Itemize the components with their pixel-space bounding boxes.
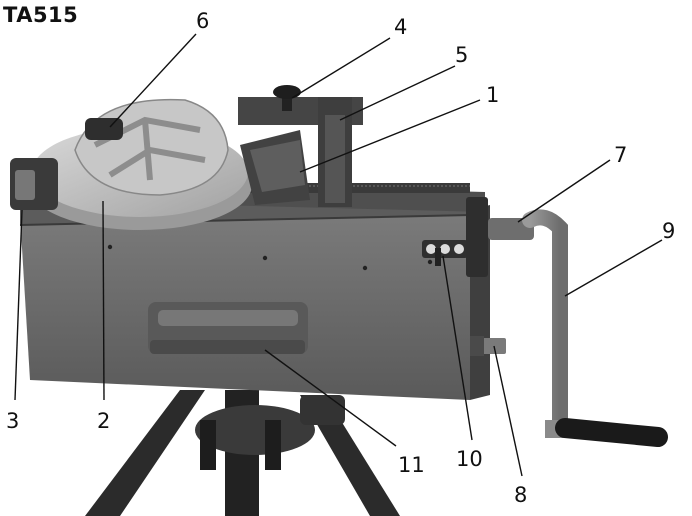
callout-11: 11	[398, 453, 425, 477]
crank-handle[interactable]	[522, 209, 668, 447]
leader-lines	[14, 33, 663, 477]
former-handle	[10, 158, 58, 210]
callout-6: 6	[196, 9, 209, 33]
callout-labels: 6 4 5 1 7 9 3 2 11 10 8	[6, 9, 675, 507]
callout-9: 9	[662, 219, 675, 243]
former-center-pin	[85, 118, 123, 140]
callout-2: 2	[97, 409, 110, 433]
callout-1: 1	[486, 83, 499, 107]
callout-4: 4	[394, 15, 407, 39]
indicator-plate	[422, 240, 468, 258]
leader-3	[14, 209, 23, 401]
leader-7	[517, 159, 611, 223]
leader-10	[442, 255, 473, 441]
side-shaft	[470, 336, 506, 356]
leader-4	[291, 37, 391, 99]
callout-7: 7	[614, 143, 627, 167]
leader-9	[564, 239, 663, 297]
leader-5	[339, 65, 456, 121]
leader-1	[299, 99, 481, 173]
clamp-bracket	[238, 97, 363, 207]
callout-3: 3	[6, 409, 19, 433]
bending-former	[28, 98, 252, 230]
callout-8: 8	[514, 483, 527, 507]
crank-shaft-bushing	[466, 197, 534, 277]
leader-6	[109, 33, 197, 128]
slide-block	[240, 130, 310, 205]
callout-10: 10	[456, 447, 483, 471]
control-pin[interactable]	[435, 248, 441, 266]
model-title: TA515	[3, 3, 79, 27]
callout-5: 5	[455, 43, 468, 67]
leader-2	[102, 200, 105, 401]
tripod-stand	[85, 390, 400, 516]
leader-11	[264, 349, 397, 447]
clamp-knob[interactable]	[273, 85, 301, 111]
leader-8	[493, 345, 523, 477]
carry-handle	[148, 302, 308, 354]
